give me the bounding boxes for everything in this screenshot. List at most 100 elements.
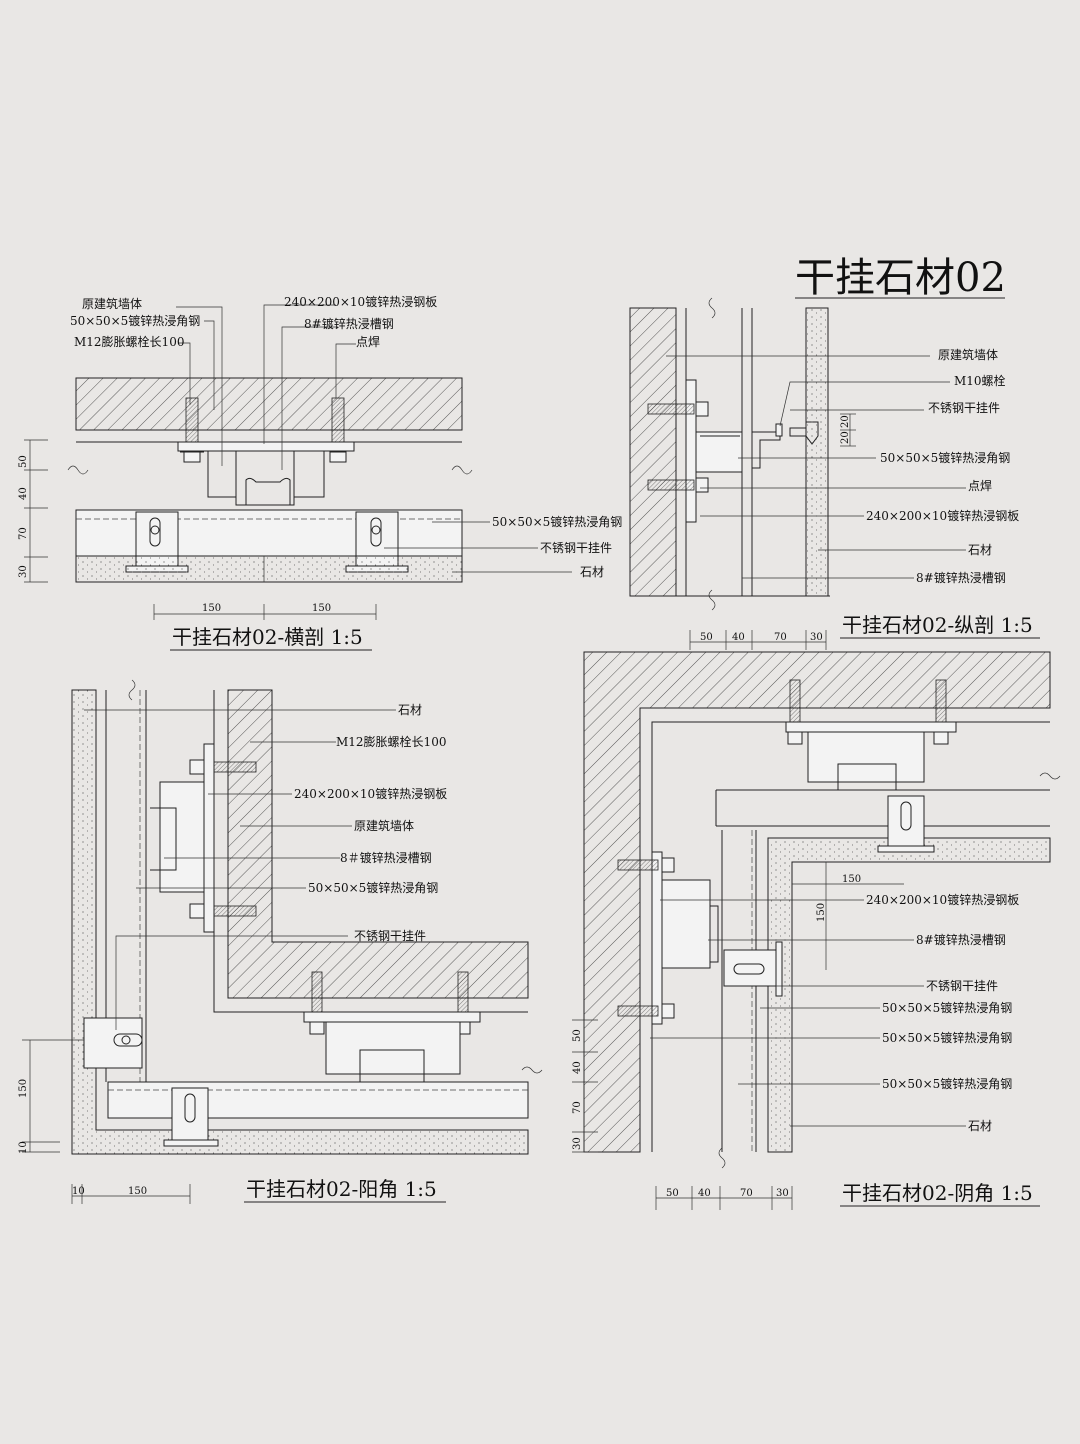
label: 石材 — [968, 543, 992, 557]
label: 不锈钢干挂件 — [540, 541, 612, 555]
leader-lines — [84, 709, 396, 1030]
anchor-bolt — [617, 859, 659, 871]
view-title: 干挂石材02-阳角 1:5 — [246, 1177, 437, 1201]
stone-slab — [75, 555, 463, 583]
view-title: 干挂石材02-横剖 1:5 — [172, 625, 363, 649]
stone-hanger — [83, 1017, 143, 1069]
angle-steel — [751, 431, 781, 469]
steel-plate — [651, 851, 663, 1025]
label: 8#镀锌热浸槽钢 — [916, 933, 1006, 947]
stone-slab — [767, 837, 1051, 1153]
label: 点焊 — [968, 478, 992, 493]
channel-steel — [159, 781, 205, 893]
view-hengpou: 50 40 70 30 150 150 原建筑墙体 50×50×5镀锌热 — [18, 295, 622, 651]
view-yinjiao: 50 40 70 30 50 40 70 30 150 150 — [572, 651, 1061, 1210]
anchor-bolt — [311, 971, 323, 1013]
svg-text:150: 150 — [18, 1079, 29, 1098]
channel-steel — [807, 731, 925, 783]
break-mark — [128, 679, 136, 701]
label: 50×50×5镀锌热浸角钢 — [880, 451, 1010, 465]
svg-text:30: 30 — [810, 632, 823, 643]
dims-horizontal: 50 40 70 30 — [655, 1186, 793, 1210]
channel-steel — [235, 451, 295, 506]
label: 原建筑墙体 — [938, 347, 998, 362]
dims-vertical: 50 40 70 30 — [572, 1019, 598, 1153]
leader-lines — [650, 899, 966, 1127]
label: 不锈钢干挂件 — [928, 401, 1000, 415]
svg-text:50: 50 — [666, 1188, 679, 1199]
svg-text:70: 70 — [774, 632, 787, 643]
stone-hanger — [723, 941, 783, 997]
anchor-bolt — [213, 905, 257, 917]
label: 8#镀锌热浸槽钢 — [916, 571, 1006, 585]
wall-hatch — [227, 689, 529, 999]
channel-steel — [661, 879, 711, 969]
channel-side — [207, 451, 325, 498]
svg-text:150: 150 — [842, 874, 861, 885]
label: M12膨胀螺栓长100 — [336, 734, 446, 749]
channel-steel — [695, 431, 743, 473]
anchor-bolt — [647, 479, 695, 491]
anchor-bolt — [617, 1005, 659, 1017]
label: 8#镀锌热浸槽钢 — [304, 317, 394, 331]
svg-text:70: 70 — [740, 1188, 753, 1199]
svg-text:150: 150 — [816, 903, 827, 922]
svg-text:30: 30 — [776, 1188, 789, 1199]
label: 原建筑墙体 — [82, 296, 142, 311]
label: 240×200×10镀锌热浸钢板 — [294, 787, 447, 801]
steel-plate — [203, 743, 215, 933]
label: 点焊 — [356, 334, 380, 349]
svg-text:40: 40 — [18, 487, 29, 500]
svg-text:30: 30 — [572, 1137, 583, 1150]
dims-horizontal: 10 150 — [71, 1184, 191, 1204]
break-mark — [521, 1066, 543, 1074]
anchor-bolt — [457, 971, 469, 1013]
anchor-bolt — [329, 397, 347, 463]
label: M10螺栓 — [954, 373, 1006, 388]
svg-text:150: 150 — [202, 603, 221, 614]
svg-text:50: 50 — [700, 632, 713, 643]
svg-text:150: 150 — [128, 1186, 147, 1197]
svg-text:50: 50 — [18, 455, 29, 468]
stone-hanger — [877, 795, 935, 853]
svg-text:30: 30 — [18, 565, 29, 578]
break-mark — [708, 297, 716, 319]
svg-text:70: 70 — [18, 527, 29, 540]
label: 50×50×5镀锌热浸角钢 — [492, 515, 622, 529]
view-title: 干挂石材02-阴角 1:5 — [842, 1181, 1033, 1205]
view-yangjiao: 150 10 10 150 石材 M12膨胀螺栓长100 240×200×10镀… — [18, 679, 543, 1204]
break-mark — [451, 465, 473, 475]
view-zongpou: 20 20 50 40 70 30 原建筑墙体 M10螺栓 不锈钢干挂件 — [629, 297, 1040, 650]
anchor-bolt — [180, 397, 204, 463]
dims-misc: 150 150 — [792, 862, 904, 970]
svg-text:10: 10 — [18, 1141, 29, 1154]
svg-text:70: 70 — [572, 1101, 583, 1114]
label: 50×50×5镀锌热浸角钢 — [882, 1031, 1012, 1045]
label: 240×200×10镀锌热浸钢板 — [866, 893, 1019, 907]
wall-hatch — [75, 377, 463, 431]
stone-slab — [71, 689, 529, 1155]
main-title-text: 干挂石材02 — [795, 255, 1006, 301]
label: 石材 — [968, 1119, 992, 1133]
label: 8＃镀锌热浸槽钢 — [340, 851, 432, 865]
break-mark — [67, 465, 89, 475]
main-title: 干挂石材02 — [795, 255, 1006, 301]
break-mark — [1039, 772, 1061, 780]
label: M12膨胀螺栓长100 — [74, 334, 184, 349]
view-title: 干挂石材02-纵剖 1:5 — [842, 613, 1033, 637]
label: 不锈钢干挂件 — [354, 929, 426, 943]
svg-text:50: 50 — [572, 1029, 583, 1042]
break-mark — [718, 1147, 726, 1169]
stone-slab — [805, 307, 829, 597]
dims-horizontal: 150 150 — [153, 603, 377, 620]
steel-plate — [685, 379, 697, 523]
svg-text:40: 40 — [698, 1188, 711, 1199]
svg-text:150: 150 — [312, 603, 331, 614]
channel-steel — [325, 1021, 461, 1075]
dims-horizontal: 50 40 70 30 — [689, 630, 827, 650]
dims-vertical: 150 10 — [18, 1039, 84, 1154]
svg-text:40: 40 — [732, 632, 745, 643]
dims-vertical: 50 40 70 30 — [18, 439, 48, 583]
svg-text:10: 10 — [72, 1186, 85, 1197]
